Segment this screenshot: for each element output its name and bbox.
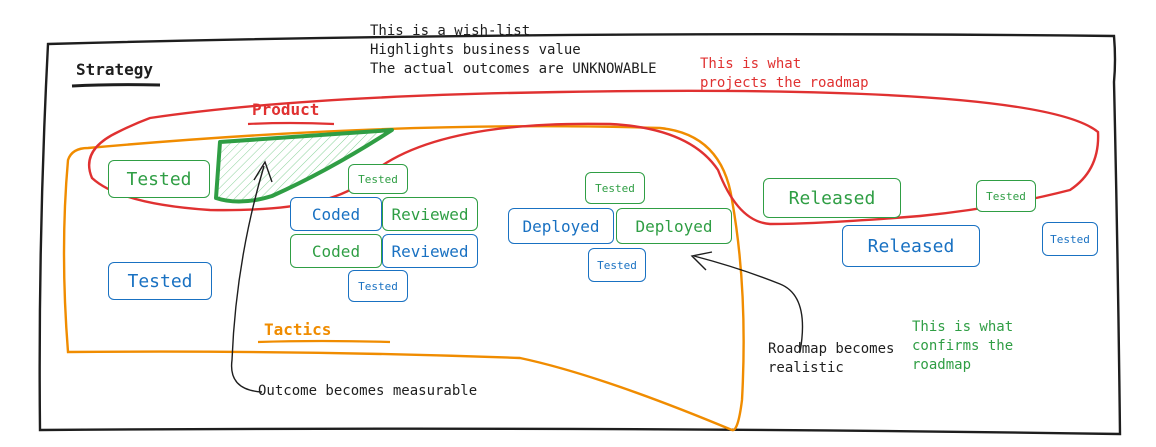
outcome-arrowhead — [253, 160, 273, 183]
header-note-line-1: This is a wish-list — [370, 23, 531, 39]
header-note-line-3: The actual outcomes are UNKNOWABLE — [370, 61, 657, 77]
strategy-frame — [38, 33, 1122, 436]
strategy-label: Strategy — [76, 60, 154, 79]
tactics-label: Tactics — [264, 320, 332, 339]
tactics-underline — [257, 339, 391, 344]
green-note-line-2: confirms the — [912, 338, 1014, 354]
strategy-underline — [71, 83, 161, 88]
reviewed-box-1: Reviewed — [382, 197, 478, 231]
product-label: Product — [252, 100, 320, 119]
green-note-line-1: This is what — [912, 319, 1014, 335]
reviewed-box-2: Reviewed — [382, 234, 478, 268]
red-note-line-2: projects the roadmap — [700, 75, 869, 91]
released-box-2: Released — [842, 225, 980, 267]
deployed-box-1: Deployed — [508, 208, 614, 244]
tested-left-box: Tested — [108, 262, 212, 300]
product-loop — [87, 89, 1100, 226]
green-note-line-3: roadmap — [912, 357, 972, 373]
tested-small-box-2: Tested — [348, 270, 408, 302]
tested-small-box-1: Tested — [348, 164, 408, 194]
tested-product-box: Tested — [108, 160, 210, 198]
roadmap-arrow — [693, 255, 804, 353]
deployed-box-2: Deployed — [616, 208, 732, 244]
roadmap-note: Roadmap becomes realistic — [768, 340, 894, 378]
tested-small-box-3: Tested — [585, 172, 645, 204]
tactics-loop — [62, 125, 745, 432]
outcome-arrow — [230, 165, 265, 393]
header-note: This is a wish-list Highlights business … — [370, 22, 657, 79]
header-note-line-2: Highlights business value — [370, 42, 581, 58]
coded-box-1: Coded — [290, 197, 382, 231]
product-underline — [247, 121, 335, 126]
released-box-1: Released — [763, 178, 901, 218]
tested-small-box-5: Tested — [976, 180, 1036, 212]
red-note: This is what projects the roadmap — [700, 55, 869, 93]
outcome-triangle — [214, 128, 394, 204]
tested-small-box-4: Tested — [588, 248, 646, 282]
tested-small-box-6: Tested — [1042, 222, 1098, 256]
roadmap-note-line-1: Roadmap becomes — [768, 341, 895, 357]
red-note-line-1: This is what — [700, 56, 802, 72]
roadmap-arrowhead — [690, 251, 713, 271]
coded-box-2: Coded — [290, 234, 382, 268]
outcome-note: Outcome becomes measurable — [258, 383, 478, 399]
roadmap-note-line-2: realistic — [768, 360, 844, 376]
green-note: This is what confirms the roadmap — [912, 318, 1013, 375]
